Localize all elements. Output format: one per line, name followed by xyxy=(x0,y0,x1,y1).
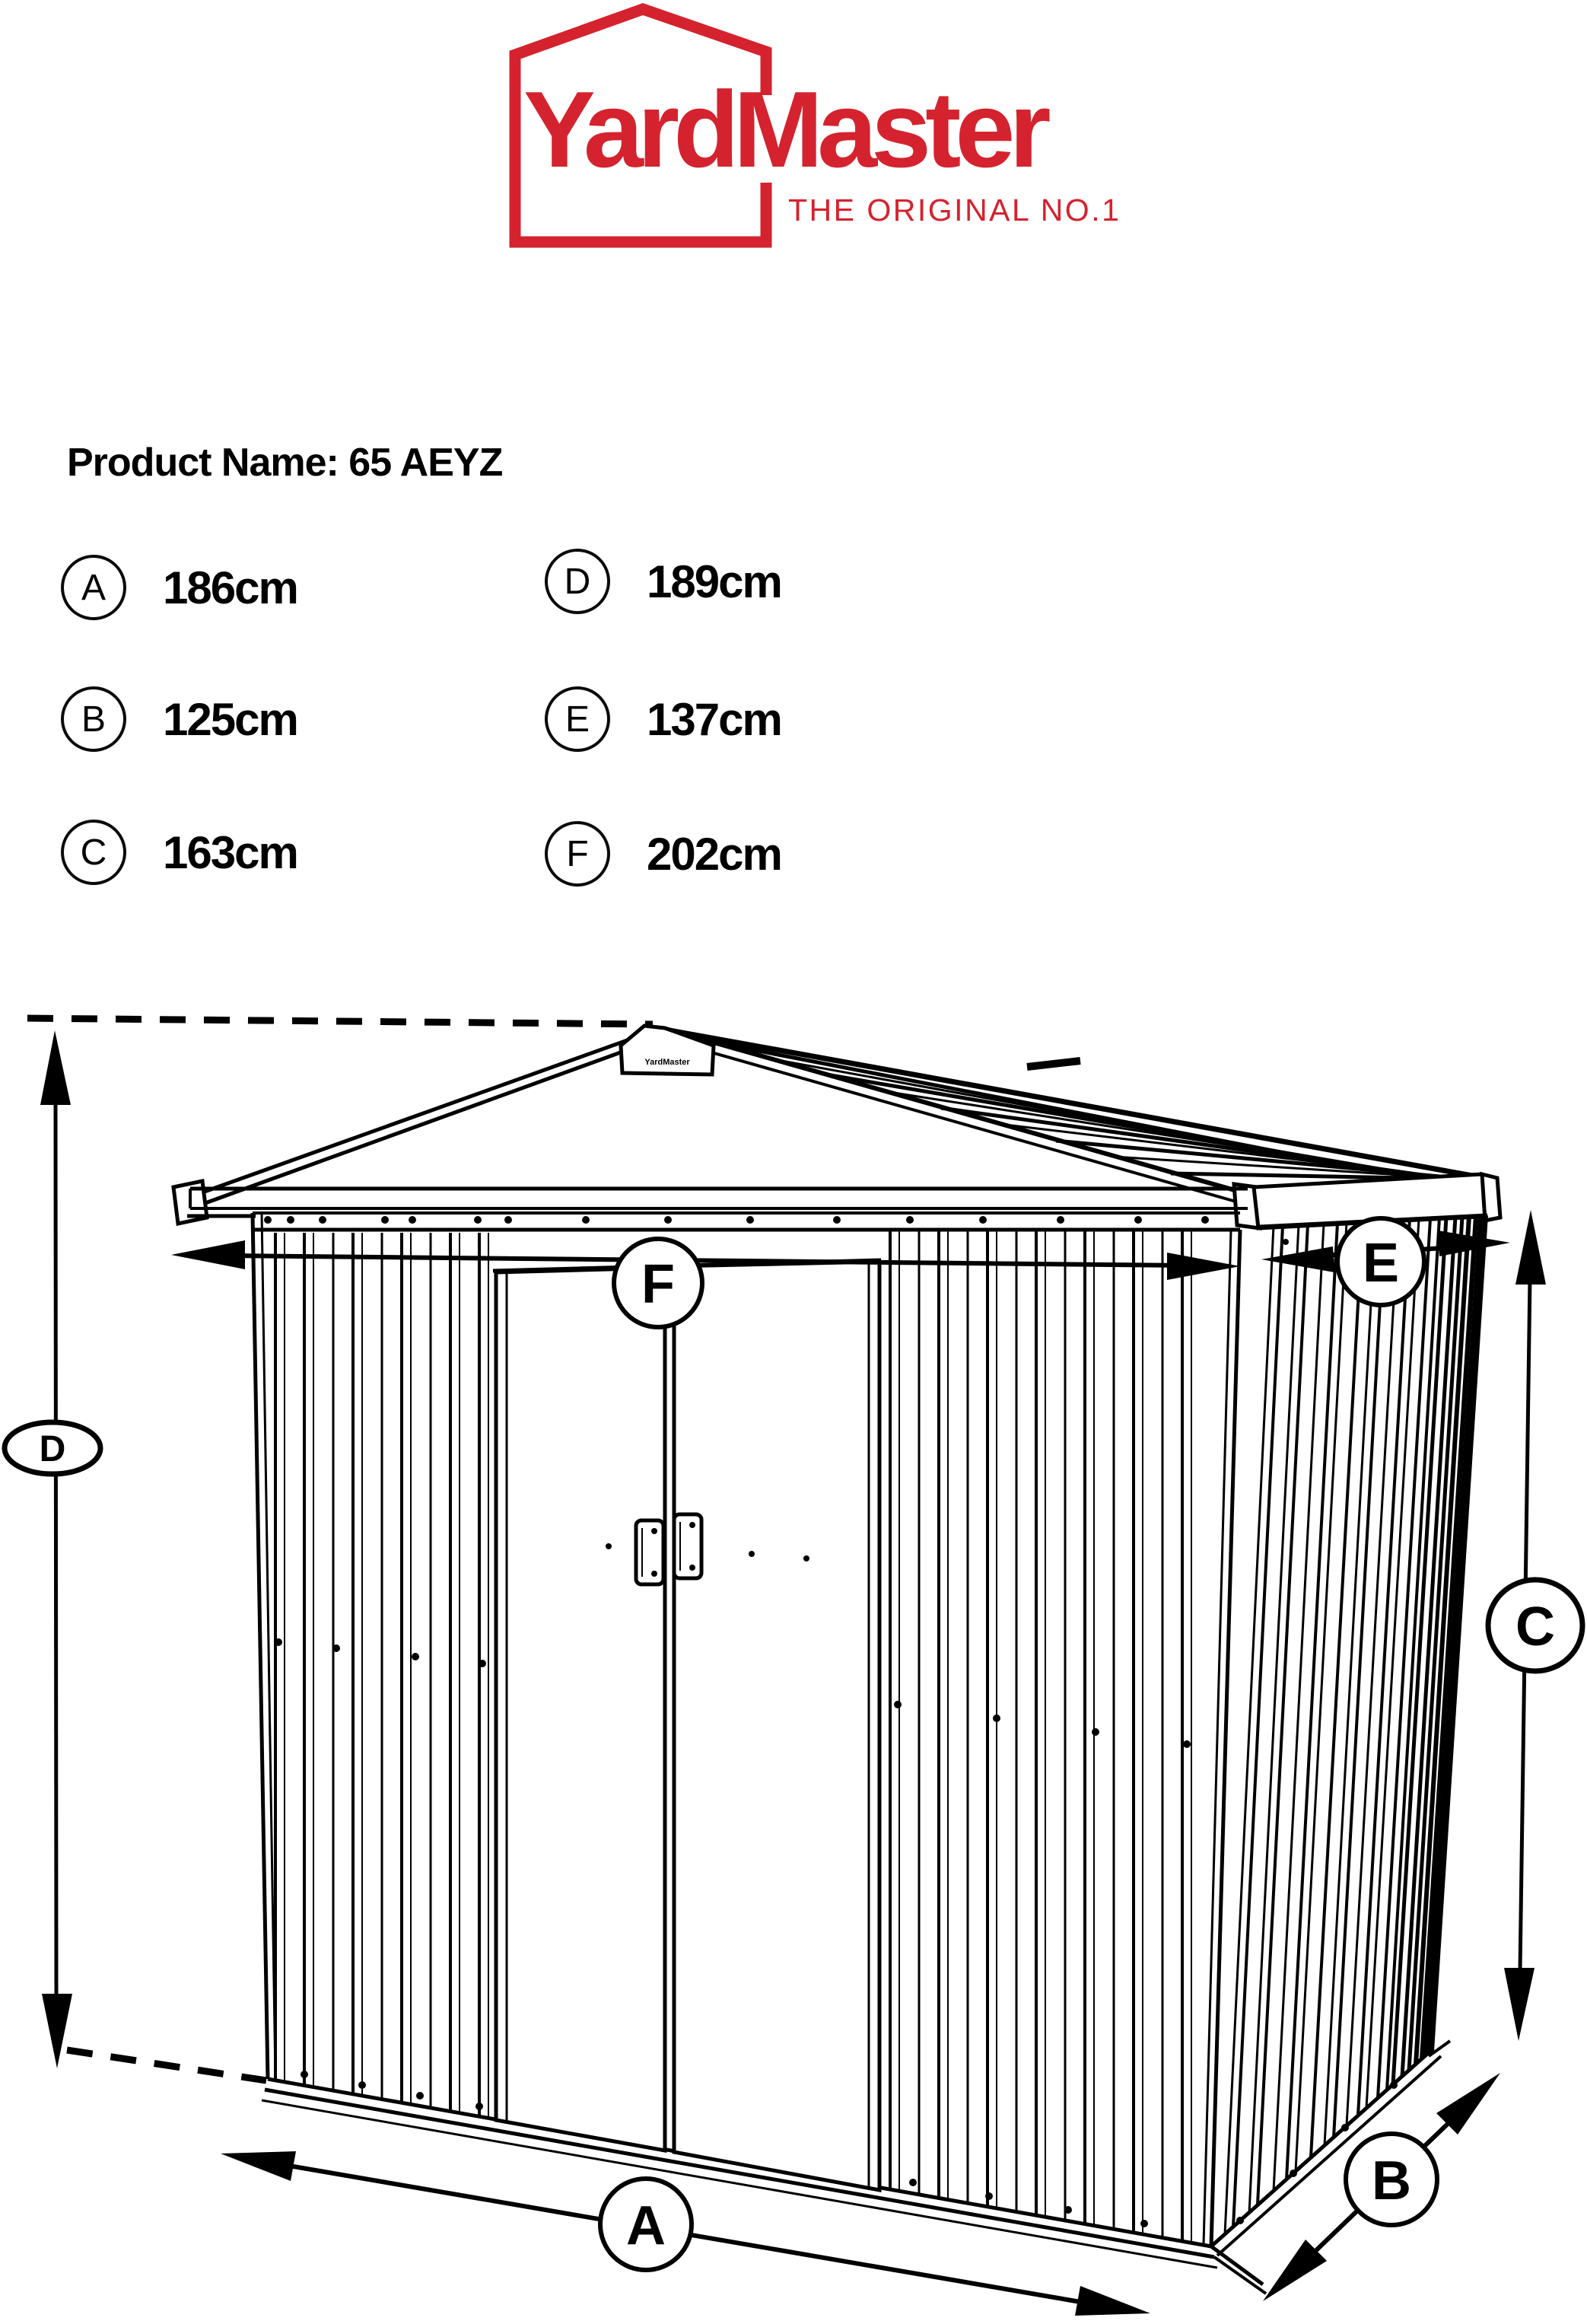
door-handle-left xyxy=(634,1518,666,1587)
dim-label-c: C xyxy=(61,820,126,885)
dim-value-b: 125cm xyxy=(163,693,299,745)
dim-row-f: F 202cm xyxy=(545,821,783,887)
front-left-corrugation xyxy=(274,1233,489,2119)
dim-arrow-f xyxy=(171,1240,1240,1280)
svg-text:A: A xyxy=(626,2195,666,2256)
dim-row-e: E 137cm xyxy=(545,686,783,752)
svg-text:B: B xyxy=(1372,2150,1411,2211)
dim-label-e: E xyxy=(545,686,610,752)
svg-text:F: F xyxy=(641,1254,675,1315)
door-handle-right xyxy=(672,1512,704,1581)
marker-b: B xyxy=(1344,2131,1439,2227)
dim-row-b: B 125cm xyxy=(61,686,299,752)
track-bolts xyxy=(264,1216,1209,1224)
product-name: Product Name: 65 AEYZ xyxy=(67,441,503,485)
dim-value-a: 186cm xyxy=(163,562,299,613)
dim-value-e: 137cm xyxy=(647,693,783,745)
dim-label-b: B xyxy=(61,686,126,752)
apex-cap-label: YardMaster xyxy=(644,1058,690,1067)
dim-arrow-d xyxy=(40,1030,72,2068)
dim-value-f: 202cm xyxy=(647,828,783,880)
wall-bolts xyxy=(275,1638,1191,2227)
dim-value-d: 189cm xyxy=(647,556,783,607)
svg-text:C: C xyxy=(1515,1597,1555,1657)
dim-row-c: C 163cm xyxy=(61,820,299,885)
dim-row-a: A 186cm xyxy=(61,555,299,620)
apex-height-dash-line xyxy=(27,1014,654,1028)
dim-label-a: A xyxy=(61,555,126,620)
marker-e: E xyxy=(1335,1216,1426,1307)
dim-value-c: 163cm xyxy=(163,826,299,878)
svg-text:E: E xyxy=(1363,1233,1399,1294)
logo-house-outline xyxy=(509,3,772,248)
right-door xyxy=(672,1259,882,2193)
side-wall xyxy=(1210,1213,1488,2257)
dimension-markers: D F E C A xyxy=(2,1216,1585,2272)
dim-label-d: D xyxy=(545,549,610,614)
marker-d: D xyxy=(2,1419,103,1477)
left-door xyxy=(494,1265,667,2153)
roof: YardMaster xyxy=(171,1024,1503,1232)
dim-label-f: F xyxy=(545,821,610,887)
dim-row-d: D 189cm xyxy=(545,549,783,614)
logo-tagline-text: THE ORIGINAL NO.1 xyxy=(788,193,1121,228)
marker-f: F xyxy=(612,1237,704,1329)
front-right-corrugation xyxy=(889,1231,1192,2243)
svg-text:D: D xyxy=(40,1429,66,1469)
marker-a: A xyxy=(598,2176,694,2272)
ground-dash-line xyxy=(66,2046,267,2084)
logo-brand-text: YardMaster xyxy=(523,69,1051,190)
double-doors xyxy=(492,1258,882,2193)
apex-cap xyxy=(619,1024,716,1077)
marker-c: C xyxy=(1485,1577,1585,1674)
